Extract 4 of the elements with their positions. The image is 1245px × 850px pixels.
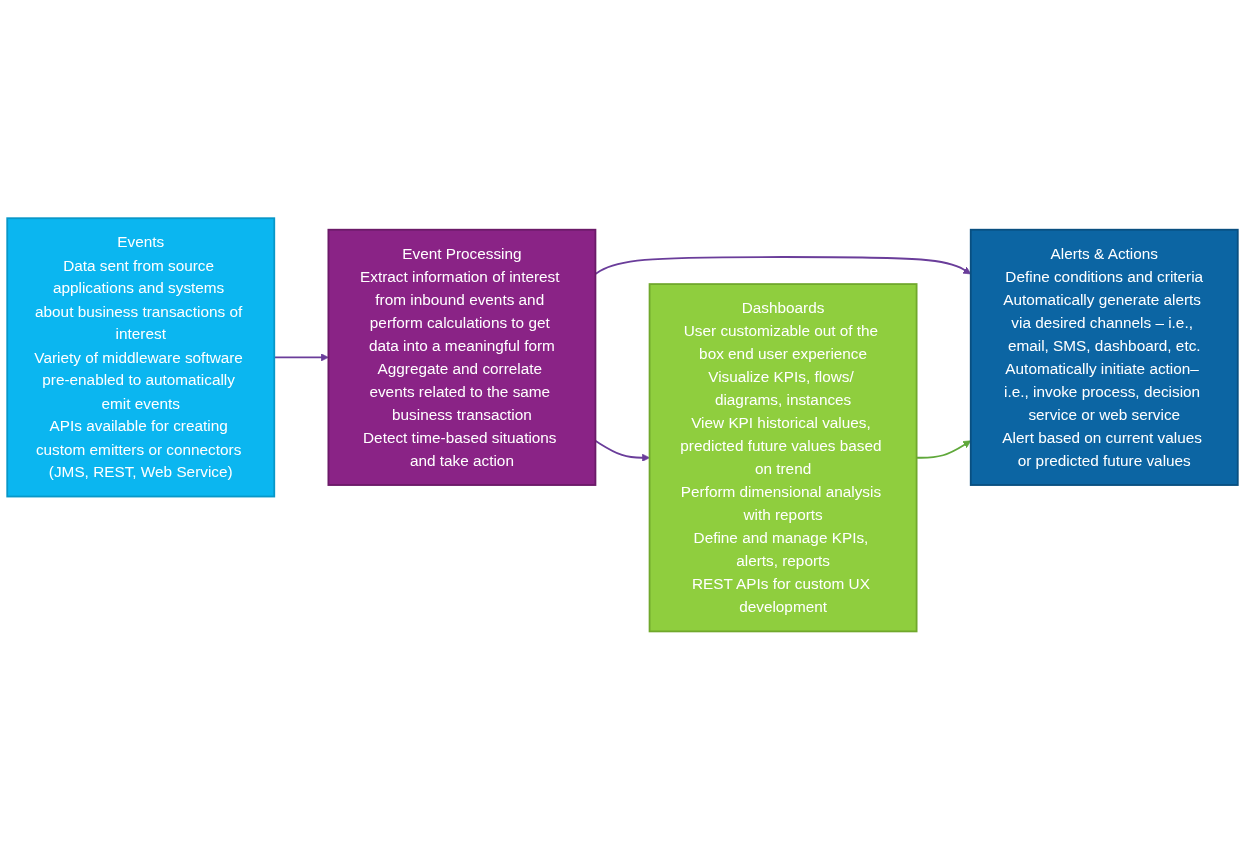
node-box: Events Data sent from source applications and systems about business transactions of interest Variety of middleware software pre-enabled to automatically emit events APIs available for creating custom emitters or connectors (JMS, REST, Web Service) xyxy=(6,217,276,498)
node-box: Dashboards User customizable out of the box end user experience Visualize KPIs, flows/ diagrams, instances View KPI historical values, predicted future values based on trend Perform dimensional analysis with reports Define and manage KPIs, alerts, reports REST APIs for custom UX development xyxy=(648,283,918,633)
node-box: Alerts & Actions Define conditions and criteria Automatically generate alerts via desired channels – i.e., email, SMS, dashboard, etc. Automatically initiate action– i.e., invoke process, decision service or web service Alert based on current values or predicted future values xyxy=(969,229,1239,487)
node-box: Event Processing Extract information of interest from inbound events and perform calculations to get data into a meaningful form Aggregate and correlate events related to the same business transaction Detect time-based situations and take action xyxy=(327,229,597,487)
